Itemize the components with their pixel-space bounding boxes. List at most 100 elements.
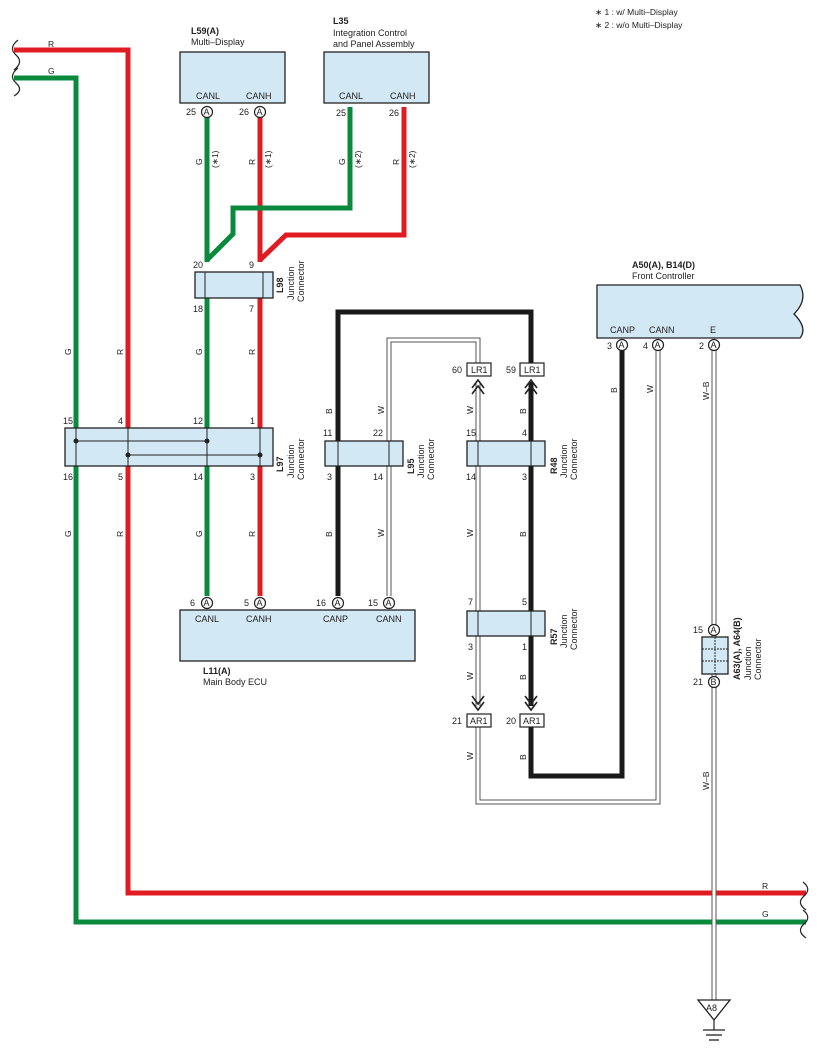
ic-canh-wire xyxy=(258,107,407,262)
wire-label-r-left1: R xyxy=(115,349,125,355)
r48-junction-box xyxy=(466,440,546,467)
ar1-left-pin: 21 xyxy=(452,716,462,726)
fc-conn-a-2-label: A xyxy=(655,340,661,350)
multi-display-box xyxy=(179,51,286,104)
lr1-left-pin: 60 xyxy=(452,365,462,375)
multi-display-name: Multi–Display xyxy=(191,37,245,47)
wire-label-r-top: R xyxy=(48,39,54,49)
wire-label-g-left2: G xyxy=(63,530,73,537)
main-body-ecu-box xyxy=(179,609,416,662)
wl-wb-bottom: W–B xyxy=(701,771,711,790)
l97-pin-16: 16 xyxy=(63,472,73,482)
break-mark-right-bottom xyxy=(799,909,809,939)
fc-conn-a-2 xyxy=(651,338,665,352)
canp-black-to-front xyxy=(528,350,625,779)
l97-pin-3: 3 xyxy=(250,472,255,482)
wl-g-l97: G xyxy=(194,530,204,537)
ecu-conn-a-1 xyxy=(200,596,214,610)
wl-w-ar1: W xyxy=(465,752,475,760)
r48-type2: Connector xyxy=(569,438,579,480)
l95-pin-22: 22 xyxy=(373,428,383,438)
ecu-pin-5: 5 xyxy=(244,598,249,608)
fc-pin-2: 2 xyxy=(699,341,704,351)
front-controller-cann: CANN xyxy=(649,325,675,335)
lr1-right-arrow-icon xyxy=(524,378,538,395)
l95-type: Junction xyxy=(416,444,426,478)
ecu-conn-a-3 xyxy=(331,596,345,610)
l98-pin-7: 7 xyxy=(249,304,254,314)
wl-wb-fc: W–B xyxy=(701,381,711,400)
multi-display-canl: CANL xyxy=(196,91,220,101)
l95-pin-3: 3 xyxy=(327,472,332,482)
wl-star1-md-g: (∗1) xyxy=(210,150,220,168)
lr1-left-box xyxy=(466,362,492,377)
integration-name1: Integration Control xyxy=(333,28,407,38)
l97-type2: Connector xyxy=(296,438,306,480)
a63-pin-15: 15 xyxy=(693,625,703,635)
ar1-left-label: AR1 xyxy=(470,716,488,726)
r48-pin-4: 4 xyxy=(522,428,527,438)
ar1-right-arrow-icon xyxy=(524,695,538,712)
ecu-conn-a-1-label: A xyxy=(204,598,210,608)
ar1-right-pin: 20 xyxy=(506,716,516,726)
wl-r-l98: R xyxy=(247,349,257,355)
wire-label-r-left2: R xyxy=(115,531,125,537)
ecu-pin-6: 6 xyxy=(190,598,195,608)
wl-r-md: R xyxy=(247,159,257,165)
lr1-right-label: LR1 xyxy=(524,365,541,375)
wl-b-r48-up: B xyxy=(518,408,528,414)
r48-type: Junction xyxy=(559,444,569,478)
r57-pin-7: 7 xyxy=(468,597,473,607)
md-conn-a-right-label: A xyxy=(257,107,263,117)
break-mark-right-top xyxy=(799,881,809,911)
bus-red-wire xyxy=(14,47,806,896)
ecu-conn-a-4-label: A xyxy=(386,598,392,608)
l98-pin-9: 9 xyxy=(249,260,254,270)
ic-pin-25: 25 xyxy=(336,108,346,118)
r48-pin-15: 15 xyxy=(466,428,476,438)
lr1-right-box xyxy=(519,362,545,377)
l97-junction-box xyxy=(64,427,274,467)
bus-green-wire xyxy=(14,75,806,925)
front-controller-canp: CANP xyxy=(610,325,635,335)
multi-display-code: L59(A) xyxy=(191,26,219,36)
l98-pin-20: 20 xyxy=(193,260,203,270)
ar1-right-label: AR1 xyxy=(523,716,541,726)
ecu-cann: CANN xyxy=(376,614,402,624)
wl-star1-md-r: (∗1) xyxy=(263,150,273,168)
multi-display-canh: CANH xyxy=(246,91,272,101)
ecu-canh: CANH xyxy=(246,614,272,624)
l98-type: Junction xyxy=(286,266,296,300)
wl-star2-ic-r: (∗2) xyxy=(407,150,417,168)
l98-junction-box xyxy=(194,271,274,299)
l97-pin-1: 1 xyxy=(250,416,255,426)
l95-pin-14: 14 xyxy=(373,472,383,482)
wl-w-r48-dn: W xyxy=(465,529,475,537)
r57-pin-3: 3 xyxy=(468,642,473,652)
wl-r-ic: R xyxy=(391,159,401,165)
md-pin-26: 26 xyxy=(239,107,249,117)
cann-white-loop xyxy=(386,337,661,805)
ar1-left-box xyxy=(466,713,492,728)
wire-label-g-top: G xyxy=(48,66,55,76)
front-controller-box xyxy=(596,284,804,339)
wl-star2-ic-g: (∗2) xyxy=(353,150,363,168)
break-mark-left-top xyxy=(11,39,21,71)
front-controller-code: A50(A), B14(D) xyxy=(632,260,695,270)
l97-pin-4: 4 xyxy=(118,416,123,426)
wl-w-l95-up: W xyxy=(376,406,386,414)
lr1-right-pin: 59 xyxy=(506,365,516,375)
fc-conn-a-1 xyxy=(615,338,629,352)
ecu-pin-16: 16 xyxy=(316,598,326,608)
a63-conn-a xyxy=(707,623,721,637)
wl-b-r57-dn: B xyxy=(518,674,528,680)
md-conn-a-left-label: A xyxy=(204,107,210,117)
ecu-canl: CANL xyxy=(195,614,219,624)
l97-pin-15: 15 xyxy=(63,416,73,426)
r57-pin-5: 5 xyxy=(522,597,527,607)
l95-code: L95 xyxy=(406,458,416,474)
r57-type: Junction xyxy=(559,614,569,648)
front-controller-name: Front Controller xyxy=(632,271,695,281)
ground-a8-triangle-icon xyxy=(696,999,732,1022)
ic-pin-26: 26 xyxy=(389,108,399,118)
